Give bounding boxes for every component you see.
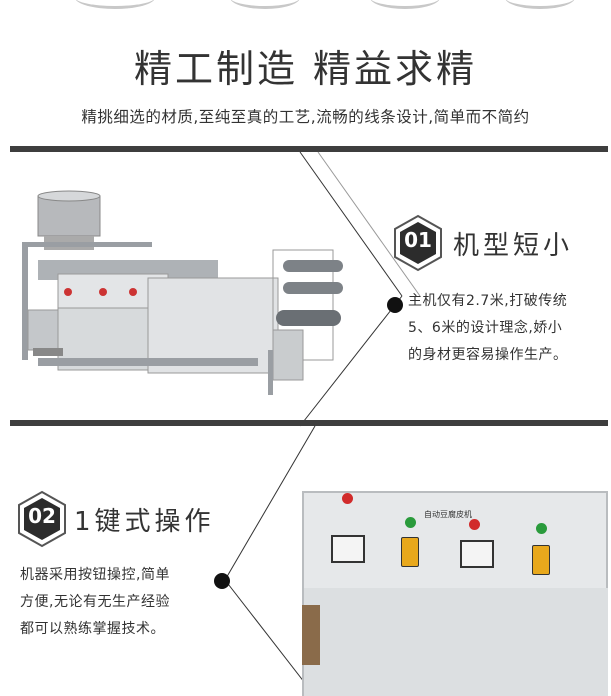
feature1-line: 的身材更容易操作生产。 [408, 347, 568, 363]
rotary-switch [532, 545, 550, 575]
feature2-line: 方便,无论有无生产经验 [20, 594, 170, 610]
page-subtitle: 精挑细选的材质,至纯至真的工艺,流畅的线条设计,简单而不简约 [81, 108, 530, 126]
panel-label: 自动豆腐皮机 [424, 510, 472, 519]
red-indicator-lamp [469, 519, 480, 530]
feature1-number: 01 [404, 228, 432, 252]
bullet-dot [214, 573, 230, 589]
feature2-title: 1键式操作 [74, 507, 215, 537]
machine-body [302, 588, 608, 696]
green-indicator-lamp [405, 517, 416, 528]
section2-lines [224, 426, 316, 696]
number-01-icon [394, 214, 442, 272]
feature1-line: 主机仅有2.7米,打破传统 [408, 293, 568, 309]
bullet-dot [387, 297, 403, 313]
feature2-line: 都可以熟练掌握技术。 [20, 621, 165, 637]
top-decoration [505, 0, 575, 9]
feature2-number: 02 [28, 504, 56, 528]
number-02-icon [18, 490, 66, 548]
divider-bar [10, 146, 608, 152]
feature1-line: 5、6米的设计理念,娇小 [408, 320, 563, 336]
divider-bar [10, 420, 608, 426]
feature1-title: 机型短小 [453, 231, 574, 261]
feature2-line: 机器采用按钮操控,简单 [20, 567, 170, 583]
green-indicator-lamp [536, 523, 547, 534]
top-decoration [230, 0, 300, 9]
ammeter-gauge [460, 540, 494, 568]
page-title: 精工制造 精益求精 [133, 47, 478, 91]
machine-image [22, 190, 343, 395]
control-panel-image: 自动豆腐皮机 [302, 491, 608, 590]
rotary-switch [401, 537, 419, 567]
top-decoration [370, 0, 440, 9]
machine-detail [302, 605, 320, 665]
ammeter-gauge [331, 535, 365, 563]
red-indicator-lamp [342, 493, 353, 504]
section1-lines [299, 151, 421, 427]
top-decoration [75, 0, 155, 9]
